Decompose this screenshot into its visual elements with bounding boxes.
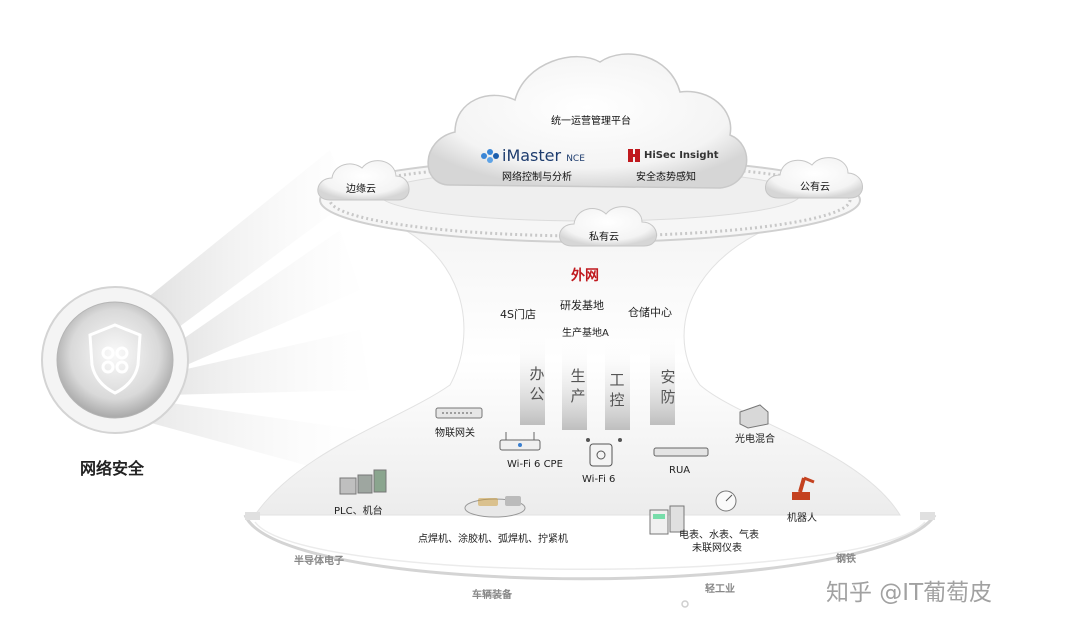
rua-label: RUA — [669, 465, 691, 476]
gauge-icon — [715, 490, 737, 512]
meters-label-2: 未联网仪表 — [692, 543, 742, 554]
private-cloud-shape — [559, 206, 657, 247]
zone-office: 办公 — [529, 365, 545, 403]
site-production-base-a: 生产基地A — [562, 328, 609, 339]
wifi6-cpe-label: Wi-Fi 6 CPE — [507, 459, 563, 470]
public-cloud-label: 公有云 — [800, 182, 830, 193]
hisec-logo-icon — [628, 149, 640, 162]
zone-strip — [605, 338, 630, 430]
edge-cloud-label: 边缘云 — [346, 184, 376, 195]
imaster-logo-icon — [481, 149, 499, 163]
industry-light: 轻工业 — [705, 584, 735, 595]
site-rnd-base: 研发基地 — [560, 299, 604, 312]
wifi6-label: Wi-Fi 6 — [582, 474, 616, 485]
public-cloud-shape — [765, 157, 863, 199]
platform-title: 统一运营管理平台 — [551, 116, 631, 127]
external-network-title: 外网 — [571, 268, 599, 284]
watermark: 知乎 @IT葡萄皮 — [826, 580, 993, 606]
light-beam — [160, 330, 370, 395]
zone-strip — [650, 330, 675, 425]
zone-production: 生产 — [570, 367, 586, 405]
industry-semiconductor: 半导体电子 — [294, 556, 344, 567]
light-beam — [160, 230, 360, 370]
hisec-caption: 安全态势感知 — [636, 172, 696, 183]
industry-steel: 钢铁 — [836, 554, 856, 565]
zone-strip — [520, 330, 545, 425]
shield-icon — [88, 323, 142, 395]
light-beam — [140, 400, 360, 480]
site-warehouse: 仓储中心 — [628, 306, 672, 319]
zone-strip — [562, 338, 587, 430]
wifi6-ap-icon — [586, 438, 622, 467]
rua-icon — [653, 447, 709, 457]
plc-icon — [339, 469, 387, 495]
hybrid-label: 光电混合 — [735, 434, 775, 445]
robot-icon — [792, 476, 815, 500]
private-cloud-label: 私有云 — [589, 232, 619, 243]
security-title: 网络安全 — [80, 459, 145, 478]
industry-band — [243, 514, 937, 581]
edge-cloud-shape — [317, 160, 410, 201]
main-cloud — [427, 53, 748, 189]
meters-label-1: 电表、水表、气表 — [679, 530, 759, 541]
meter-icon — [649, 505, 685, 535]
imaster-caption: 网络控制与分析 — [502, 172, 572, 183]
robot-label: 机器人 — [787, 513, 817, 524]
zone-security: 安防 — [660, 368, 676, 406]
light-beam — [120, 150, 350, 330]
welders-label: 点焊机、涂胶机、弧焊机、拧紧机 — [418, 534, 568, 545]
hisec-brand: HiSec Insight — [644, 150, 719, 161]
welder-icon — [464, 496, 526, 518]
wifi6-cpe-icon — [499, 432, 541, 451]
imaster-brand: iMaster NCE — [502, 146, 585, 165]
iot-gateway-label: 物联网关 — [435, 428, 475, 439]
iot-gateway-icon — [435, 407, 483, 419]
zone-industrial-control: 工控 — [609, 371, 625, 409]
industry-vehicle: 车辆装备 — [472, 590, 512, 601]
hybrid-switch-icon — [739, 404, 769, 429]
site-4s-store: 4S门店 — [500, 308, 536, 321]
plc-label: PLC、机台 — [334, 506, 383, 517]
